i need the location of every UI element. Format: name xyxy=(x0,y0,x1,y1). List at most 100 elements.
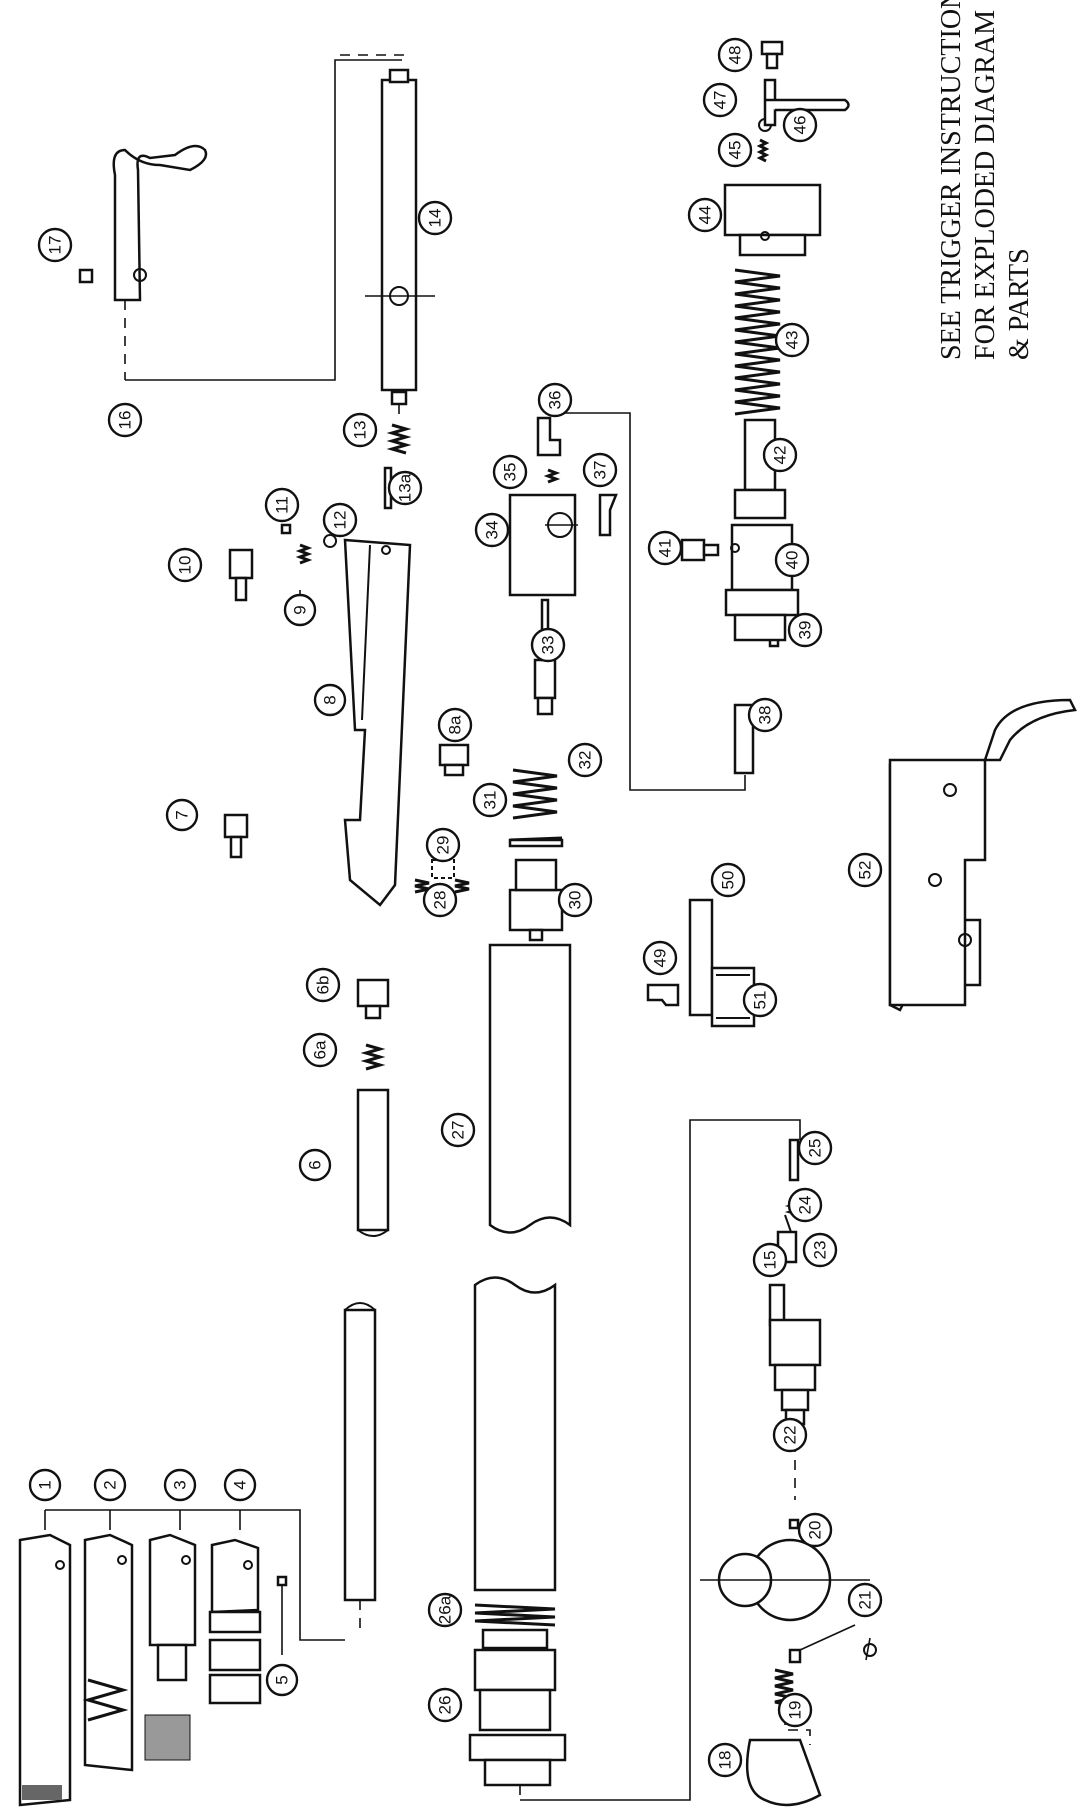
callout-circle xyxy=(302,1032,338,1068)
callout-6b: 6b xyxy=(305,967,341,1003)
callout-circle xyxy=(265,1663,299,1697)
callout-circle xyxy=(567,742,603,778)
callout-13a: 13a xyxy=(387,470,423,506)
callout-19: 19 xyxy=(777,1692,813,1728)
callout-circle xyxy=(787,1187,823,1223)
callout-7: 7 xyxy=(165,798,199,832)
part-ring xyxy=(700,1518,877,1664)
callout-label: 31 xyxy=(481,791,500,810)
callout-label: 4 xyxy=(231,1480,250,1489)
callout-43: 43 xyxy=(774,322,810,358)
callout-label: 8a xyxy=(446,715,465,734)
callout-26a: 26a xyxy=(427,1592,463,1628)
callout-circle xyxy=(717,37,753,73)
callout-circle xyxy=(647,530,683,566)
callout-33: 33 xyxy=(530,627,566,663)
callout-label: 42 xyxy=(771,446,790,465)
callout-label: 36 xyxy=(546,391,565,410)
callout-45: 45 xyxy=(717,132,753,168)
callout-label: 26 xyxy=(436,1696,455,1715)
callout-42: 42 xyxy=(762,437,798,473)
callout-label: 34 xyxy=(483,521,502,540)
callout-label: 21 xyxy=(856,1591,875,1610)
callout-11: 11 xyxy=(264,487,300,523)
callout-circle xyxy=(797,1130,833,1166)
callout-circle xyxy=(752,1242,788,1278)
callout-circle xyxy=(537,382,573,418)
callout-label: 47 xyxy=(711,91,730,110)
part-tube-3 xyxy=(144,1533,197,1761)
part-grip xyxy=(78,144,208,302)
callout-circle xyxy=(707,1742,743,1778)
callout-46: 46 xyxy=(782,107,818,143)
callout-23: 23 xyxy=(802,1232,838,1268)
callout-circle xyxy=(747,697,783,733)
callout-label: 18 xyxy=(716,1751,735,1770)
callout-41: 41 xyxy=(647,530,683,566)
callout-label: 52 xyxy=(856,861,875,880)
callout-32: 32 xyxy=(567,742,603,778)
callout-circle xyxy=(417,200,453,236)
callout-label: 27 xyxy=(449,1121,468,1140)
callout-label: 8 xyxy=(321,695,340,704)
callout-label: 22 xyxy=(781,1426,800,1445)
callout-22: 22 xyxy=(772,1417,808,1453)
callout-47: 47 xyxy=(702,82,738,118)
callout-circle xyxy=(28,1468,62,1502)
callout-label: 10 xyxy=(176,556,195,575)
callout-35: 35 xyxy=(492,454,528,490)
part-breech xyxy=(343,538,412,907)
callout-label: 13a xyxy=(396,473,415,502)
callout-28: 28 xyxy=(422,882,458,918)
callout-17: 17 xyxy=(37,227,73,263)
callout-49: 49 xyxy=(642,940,678,976)
callout-38: 38 xyxy=(747,697,783,733)
callout-label: 14 xyxy=(426,209,445,228)
callout-label: 2 xyxy=(101,1480,120,1489)
callout-21: 21 xyxy=(847,1582,883,1618)
callout-5: 5 xyxy=(265,1663,299,1697)
callout-25: 25 xyxy=(797,1130,833,1166)
callout-circle xyxy=(802,1232,838,1268)
callout-label: 46 xyxy=(791,116,810,135)
callout-3: 3 xyxy=(163,1468,197,1502)
callout-label: 41 xyxy=(656,539,675,558)
part-barrel xyxy=(365,68,435,406)
callout-circle xyxy=(847,852,883,888)
callout-label: 45 xyxy=(726,141,745,160)
callout-8a: 8a xyxy=(437,707,473,743)
callout-label: 5 xyxy=(273,1675,292,1684)
part-trigger-plate xyxy=(888,698,1077,1012)
callout-circle xyxy=(557,882,593,918)
callout-8: 8 xyxy=(313,683,347,717)
callout-label: 11 xyxy=(273,496,292,514)
callout-14: 14 xyxy=(417,200,453,236)
part-tube-4 xyxy=(208,1538,288,1705)
part-fitting xyxy=(768,1318,822,1426)
callout-34: 34 xyxy=(474,512,510,548)
callout-label: 51 xyxy=(751,991,770,1010)
callout-36: 36 xyxy=(537,382,573,418)
callout-52: 52 xyxy=(847,852,883,888)
callout-label: 26a xyxy=(436,1595,455,1624)
callout-39: 39 xyxy=(787,612,823,648)
callout-13: 13 xyxy=(342,412,378,448)
callout-label: 33 xyxy=(539,636,558,655)
callout-circle xyxy=(298,1148,332,1182)
callout-29: 29 xyxy=(425,827,461,863)
callout-15: 15 xyxy=(752,1242,788,1278)
callout-label: 6 xyxy=(306,1160,325,1169)
callout-circle xyxy=(717,132,753,168)
callout-16: 16 xyxy=(107,402,143,438)
callout-26: 26 xyxy=(427,1687,463,1723)
note-line-1: SEE TRIGGER INSTRUCTIONS xyxy=(936,0,967,360)
callout-circle xyxy=(472,782,508,818)
callout-circle xyxy=(782,107,818,143)
note-line-3: & PARTS xyxy=(1004,248,1035,360)
callout-6: 6 xyxy=(298,1148,332,1182)
callout-label: 6b xyxy=(314,976,333,995)
note-line-2: FOR EXPLODED DIAGRAM xyxy=(970,9,1001,360)
part-tube-1 xyxy=(18,1533,72,1807)
